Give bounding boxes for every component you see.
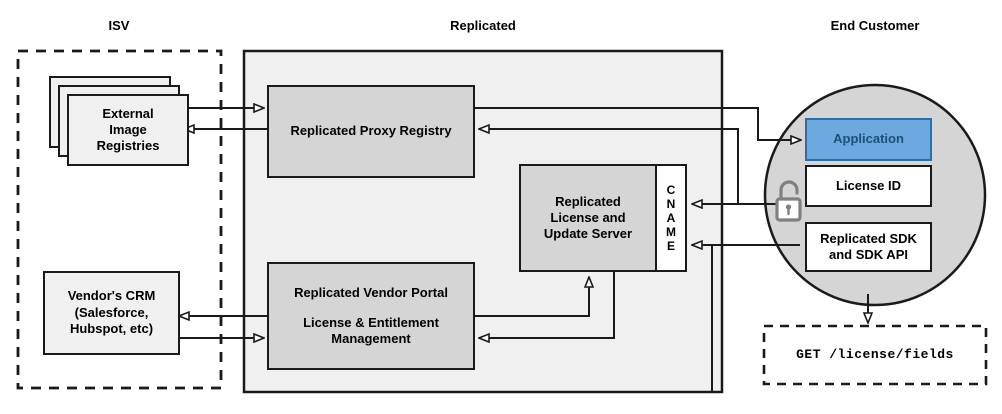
zone-title-end-customer: End Customer (830, 18, 920, 33)
vendor-portal-line2: License & Entitlement (303, 314, 439, 330)
license-update-server-line1: Replicated (555, 193, 621, 209)
application-label: Application (833, 131, 904, 147)
external-registries-node[interactable]: External Image Registries (67, 94, 189, 166)
edge-license-server-to-portal (480, 272, 615, 338)
sdk-node[interactable]: Replicated SDK and SDK API (805, 222, 932, 272)
proxy-registry-node[interactable]: Replicated Proxy Registry (267, 85, 475, 178)
vendor-crm-line2: (Salesforce, (74, 304, 149, 320)
license-id-label: License ID (835, 177, 902, 193)
cname-letter-m: M (666, 225, 676, 240)
edge-customer-to-proxy (480, 129, 739, 148)
vendor-crm-line1: Vendor's CRM (67, 287, 156, 303)
external-registries-line1: External (102, 105, 154, 121)
license-update-server-line3: Update Server (543, 226, 633, 242)
vendor-portal-line1: Replicated Vendor Portal (294, 284, 448, 300)
cname-letter-a: A (666, 210, 676, 225)
zone-title-replicated: Replicated (450, 18, 516, 33)
application-node[interactable]: Application (805, 118, 932, 161)
vendor-crm-node[interactable]: Vendor's CRM (Salesforce, Hubspot, etc) (43, 271, 180, 355)
cname-strip[interactable]: C N A M E (657, 164, 687, 272)
zone-title-isv: ISV (108, 18, 130, 33)
cname-letter-c: C (666, 182, 676, 197)
license-id-node[interactable]: License ID (805, 165, 932, 207)
cname-letter-n: N (666, 196, 676, 211)
edge-proxy-to-application (475, 107, 800, 140)
vendor-crm-line3: Hubspot, etc) (69, 321, 154, 337)
sdk-line2: and SDK API (829, 247, 908, 262)
vendor-portal-sublabel: License & Entitlement Management (303, 315, 439, 348)
api-request-boundary (762, 324, 988, 386)
external-registries-line2: Image (109, 121, 147, 137)
license-update-server-node[interactable]: Replicated License and Update Server (519, 164, 657, 272)
external-registries-line3: Registries (96, 138, 160, 154)
cname-letter-e: E (666, 239, 675, 254)
vendor-portal-node[interactable]: Replicated Vendor Portal License & Entit… (267, 262, 475, 370)
proxy-registry-label: Replicated Proxy Registry (290, 123, 452, 139)
sdk-line1: Replicated SDK (820, 230, 917, 246)
api-request-node: GET /license/fields (764, 326, 986, 384)
open-padlock-icon (775, 180, 802, 222)
vendor-portal-line3: Management (331, 331, 411, 347)
edge-portal-to-license-server (475, 278, 589, 317)
api-request-label: GET /license/fields (796, 346, 954, 362)
license-update-server-line2: License and (550, 209, 626, 225)
